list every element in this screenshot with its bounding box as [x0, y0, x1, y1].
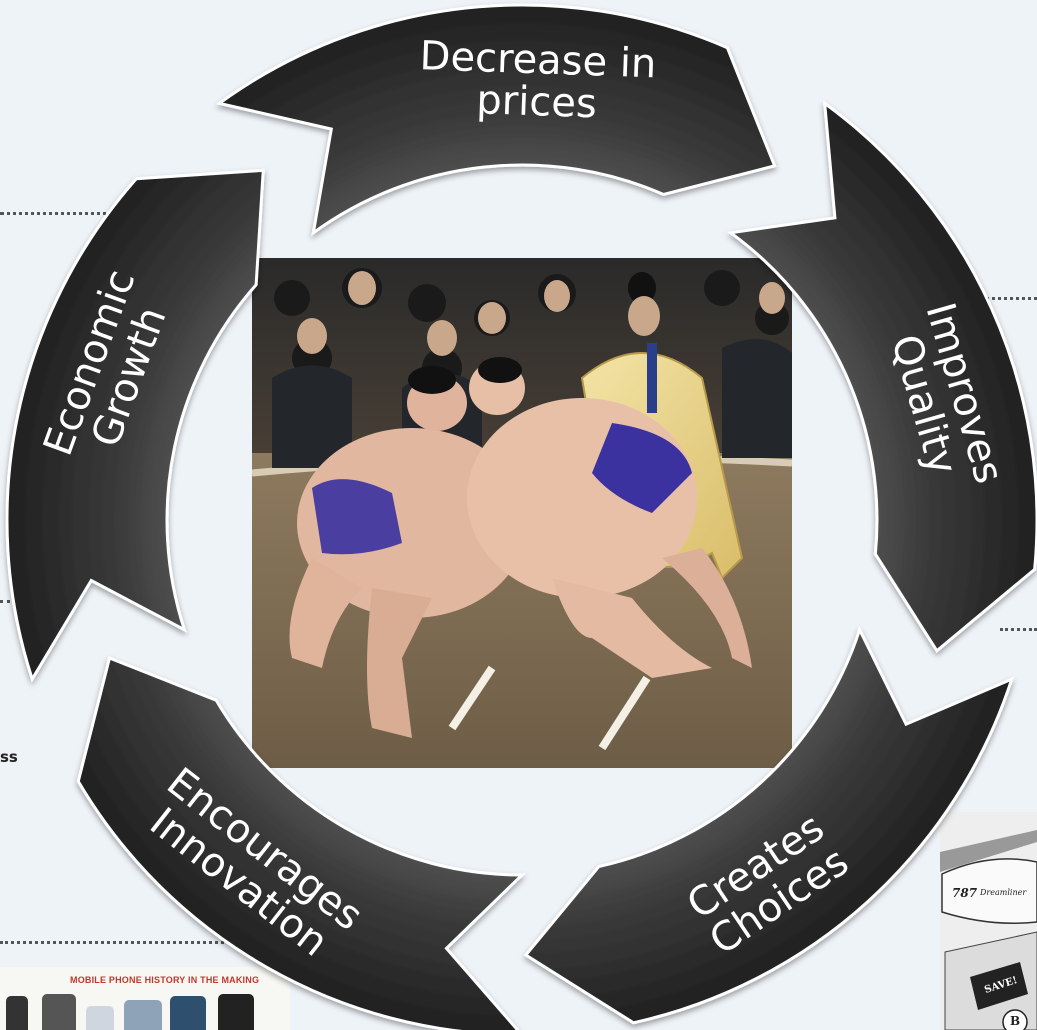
cartoon-drawing	[940, 812, 1037, 1030]
dotted-divider-bottom-left	[0, 941, 230, 944]
dotted-divider-top-left	[0, 212, 120, 215]
phone-icon	[86, 1006, 114, 1030]
dotted-divider-mid-right	[1000, 628, 1037, 631]
cycle-arrow	[76, 656, 526, 1030]
side-text-fragment: ss	[0, 748, 18, 766]
dotted-divider-top-right	[945, 297, 1037, 300]
phone-banner-title: MOBILE PHONE HISTORY IN THE MAKING	[70, 975, 260, 985]
phone-icon	[6, 996, 28, 1030]
phone-icon	[170, 996, 206, 1030]
cycle-arrow	[215, 3, 777, 237]
plane-script: Dreamliner	[980, 888, 1027, 897]
sumo-photo-illustration	[252, 258, 792, 768]
sumo-photo	[252, 258, 792, 768]
cycle-arrow	[523, 625, 1015, 1025]
cycle-arrow	[5, 168, 265, 683]
phone-history-banner: MOBILE PHONE HISTORY IN THE MAKING	[0, 967, 290, 1030]
phone-icon	[124, 1000, 162, 1030]
phone-icon	[42, 994, 76, 1030]
cycle-label: Decrease inprices	[417, 33, 657, 129]
cycle-label-line: prices	[476, 77, 598, 127]
cartoon-illustration: 787 Dreamliner SAVE! B	[940, 812, 1037, 1030]
phone-icon	[218, 994, 254, 1030]
cycle-arrow	[726, 100, 1037, 654]
cartoon-letter: B	[1010, 1014, 1021, 1028]
cycle-label-line: Decrease in	[419, 33, 657, 87]
plane-number: 787	[952, 886, 978, 900]
